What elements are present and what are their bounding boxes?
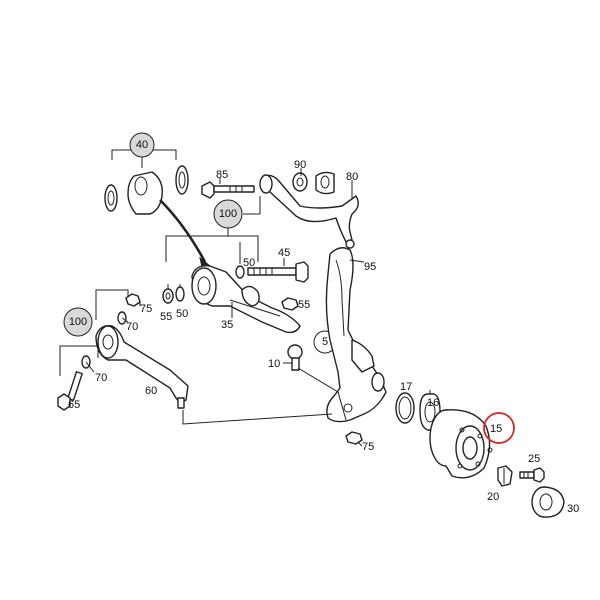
label-75b: 75	[362, 441, 374, 453]
callout-40	[129, 132, 155, 158]
bolt-25: 25	[519, 453, 545, 483]
snap-ring-17: 17	[395, 381, 415, 424]
label-60: 60	[145, 385, 157, 397]
highlight-15	[483, 412, 515, 444]
dust-cap-30: 30	[531, 486, 579, 518]
bushing-arrow	[159, 199, 207, 263]
label-70b: 70	[95, 372, 107, 384]
ball-joint-10: 10	[268, 344, 303, 371]
bolt-85: 85	[201, 169, 255, 199]
arm-knuckle-leader	[182, 410, 333, 425]
label-80: 80	[346, 171, 358, 183]
lower-front-arm: 60	[95, 325, 189, 409]
lower-front-arm-bushing	[97, 325, 119, 359]
label-15: 15	[490, 423, 502, 435]
label-16: 16	[427, 397, 439, 409]
upper-control-arm: 90 80	[259, 159, 359, 248]
callout-100-upper	[213, 199, 243, 229]
lower-rear-arm: 35 55	[191, 265, 310, 334]
upper-arm-bushing-front	[292, 172, 308, 192]
label-85: 85	[216, 169, 228, 181]
bushing-washer-left	[104, 184, 118, 212]
label-95: 95	[364, 261, 376, 273]
label-30: 30	[567, 503, 579, 515]
label-20: 20	[487, 491, 499, 503]
label-100b: 100	[69, 316, 87, 328]
clip-20: 20	[487, 465, 513, 503]
label-90: 90	[294, 159, 306, 171]
label-50a: 50	[176, 308, 188, 320]
label-10: 10	[268, 358, 280, 370]
label-75a: 75	[140, 303, 152, 315]
washer-70-upper: 70	[117, 311, 138, 333]
label-17: 17	[400, 381, 412, 393]
label-40: 40	[136, 139, 148, 151]
nut-75-left: 75	[125, 293, 152, 315]
label-65: 65	[68, 399, 80, 411]
nut-75-bottom: 75	[345, 431, 374, 453]
bushing-washer-right	[175, 165, 189, 195]
label-55a: 55	[160, 311, 172, 323]
group-100-lower: 100	[59, 289, 129, 376]
wheel-hub-15: 15	[429, 409, 502, 479]
bushing-group: 40	[104, 132, 189, 215]
label-25: 25	[528, 453, 540, 465]
steering-knuckle: 95	[297, 239, 387, 423]
label-45: 45	[278, 247, 290, 259]
arm-bushing-outer	[191, 267, 217, 305]
bolt-65: 65	[57, 371, 83, 411]
label-5: 5	[322, 336, 328, 348]
bolt-45: 50 45	[235, 242, 309, 283]
label-70a: 70	[126, 321, 138, 333]
callout-100-lower	[63, 307, 93, 337]
label-50b: 50	[243, 257, 255, 269]
label-100a: 100	[219, 208, 237, 220]
washer-70-lower: 70	[81, 355, 107, 384]
label-35: 35	[221, 319, 233, 331]
label-55b: 55	[298, 299, 310, 311]
arm-hardware-left: 55 50	[160, 286, 188, 323]
